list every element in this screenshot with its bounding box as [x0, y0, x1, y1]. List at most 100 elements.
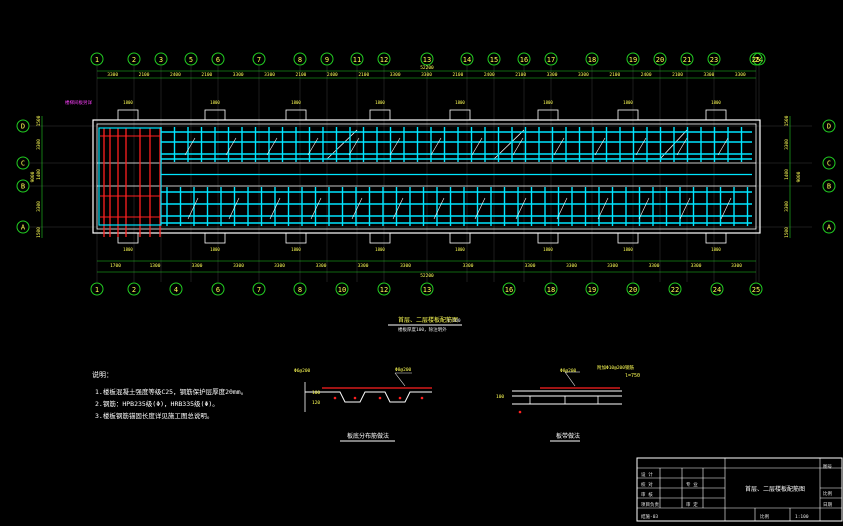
axis-bubble-top	[585, 52, 599, 66]
dim-bottom: 3300	[192, 263, 203, 269]
axis-bubble-side	[16, 179, 30, 193]
slab-tag-leader	[187, 197, 199, 220]
detail-2-label-c: l=750	[625, 373, 640, 379]
plan-subtitle: 楼板厚度100，除注明外	[398, 326, 447, 333]
window-bay-bottom	[705, 232, 727, 244]
slab-tag-leader	[679, 197, 691, 220]
dim-top: 2100	[672, 72, 683, 78]
slab-tag-leader	[553, 137, 565, 156]
axis-label-top: 8	[298, 56, 302, 64]
dim-top: 3300	[547, 72, 558, 78]
title-block-drawing-name: 首层、二层楼板配筋图	[745, 485, 805, 493]
axis-label-bottom: 13	[423, 286, 431, 294]
axis-label-top: 1	[95, 56, 99, 64]
slab-tag-leader	[184, 137, 196, 156]
axis-bubble-top	[320, 52, 334, 66]
axis-bubble-side	[16, 119, 30, 133]
axis-label-bottom: 25	[752, 286, 760, 294]
title-block: 首层、二层楼板配筋图 设 计 校 对 审 核 项目负责 专 业 审 定 图号 比…	[636, 457, 843, 522]
dim-side: 1500	[36, 227, 42, 238]
window-tag-bottom: 1800	[711, 247, 721, 252]
axis-bubble-top	[90, 52, 104, 66]
dim-side: 1400	[784, 169, 790, 180]
window-tag-bottom: 1800	[623, 247, 633, 252]
axis-label-bottom: 4	[174, 286, 178, 294]
axis-bubble-bottom	[585, 282, 599, 296]
axis-label-top: 3	[159, 56, 163, 64]
axis-label-top: 5	[189, 56, 193, 64]
detail-1-label-b: Φ6@200	[294, 368, 311, 374]
window-tag-top: 1800	[291, 100, 301, 105]
window-tag-top: 1800	[455, 100, 465, 105]
slab-tag-leader	[556, 197, 568, 220]
axis-label-top: 15	[490, 56, 498, 64]
dim-bottom: 3300	[400, 263, 411, 269]
plan-scale: 1:100	[447, 318, 461, 324]
tb-row-3: 审 核	[641, 491, 653, 498]
axis-bubble-top	[626, 52, 640, 66]
window-tag-top: 1800	[711, 100, 721, 105]
tb-scale-label: 比例	[760, 513, 769, 520]
slab-tag-leader	[676, 137, 688, 156]
tb-row-4: 项目负责	[641, 501, 659, 508]
window-tag-bottom: 1800	[123, 247, 133, 252]
dim-bottom: 3300	[566, 263, 577, 269]
axis-label-top: 23	[710, 56, 718, 64]
axis-label-bottom: 6	[216, 286, 220, 294]
window-tag-top: 1800	[210, 100, 220, 105]
axis-bubble-top	[487, 52, 501, 66]
tb-right-1: 图号	[823, 464, 832, 470]
slab-tag-leader	[266, 137, 278, 156]
window-bay-bottom	[285, 232, 307, 244]
detail-1-label-d: 120	[312, 400, 320, 406]
axis-label-side: C	[21, 160, 25, 168]
tb-row-1: 设 计	[641, 471, 653, 478]
axis-label-side: B	[827, 183, 831, 191]
axis-label-top: 11	[353, 56, 361, 64]
axis-bubble-side	[822, 220, 836, 234]
axis-label-bottom: 1	[95, 286, 99, 294]
slab-tag-leader	[225, 137, 237, 156]
axis-bubble-side	[16, 220, 30, 234]
axis-label-bottom: 16	[505, 286, 513, 294]
tb-row-2: 校 对	[641, 481, 653, 488]
slab-tag-leader	[638, 197, 650, 220]
dim-bottom: 3300	[649, 263, 660, 269]
axis-bubble-bottom	[335, 282, 349, 296]
axis-bubble-top	[544, 52, 558, 66]
axis-bubble-bottom	[668, 282, 682, 296]
window-tag-top: 1800	[375, 100, 385, 105]
dim-bottom: 3300	[463, 263, 474, 269]
window-tag-top: 1800	[623, 100, 633, 105]
slab-rebar-layer	[98, 127, 752, 237]
dim-bottom: 3300	[233, 263, 244, 269]
axis-bubble-bottom	[169, 282, 183, 296]
slab-tag-leader	[471, 137, 483, 156]
dim-top: 3300	[421, 72, 432, 78]
axis-bubble-top	[752, 52, 766, 66]
axis-label-top: 14	[463, 56, 471, 64]
dim-top-total: 52200	[420, 65, 434, 71]
slab-tag-leader	[515, 197, 527, 220]
axis-bubble-top	[707, 52, 721, 66]
dim-side-total: 9000	[30, 171, 36, 182]
window-tag-bottom: 1800	[375, 247, 385, 252]
window-bay-top	[204, 109, 226, 121]
window-bay-top	[117, 109, 139, 121]
detail-2-label-a: Φ8@200	[560, 368, 577, 374]
slab-tag-leader	[392, 197, 404, 220]
tb-mid-2: 专 业	[686, 481, 698, 488]
axis-bubble-side	[822, 156, 836, 170]
axis-bubble-bottom	[710, 282, 724, 296]
window-tag-bottom: 1800	[455, 247, 465, 252]
dim-top: 3300	[233, 72, 244, 78]
window-tag-bottom: 1800	[291, 247, 301, 252]
window-bay-top	[705, 109, 727, 121]
axis-label-top: 2	[132, 56, 136, 64]
axis-label-top: 7	[257, 56, 261, 64]
axis-label-bottom: 2	[132, 286, 136, 294]
dim-side: 1400	[36, 169, 42, 180]
tb-right-2: 比例	[823, 490, 832, 497]
